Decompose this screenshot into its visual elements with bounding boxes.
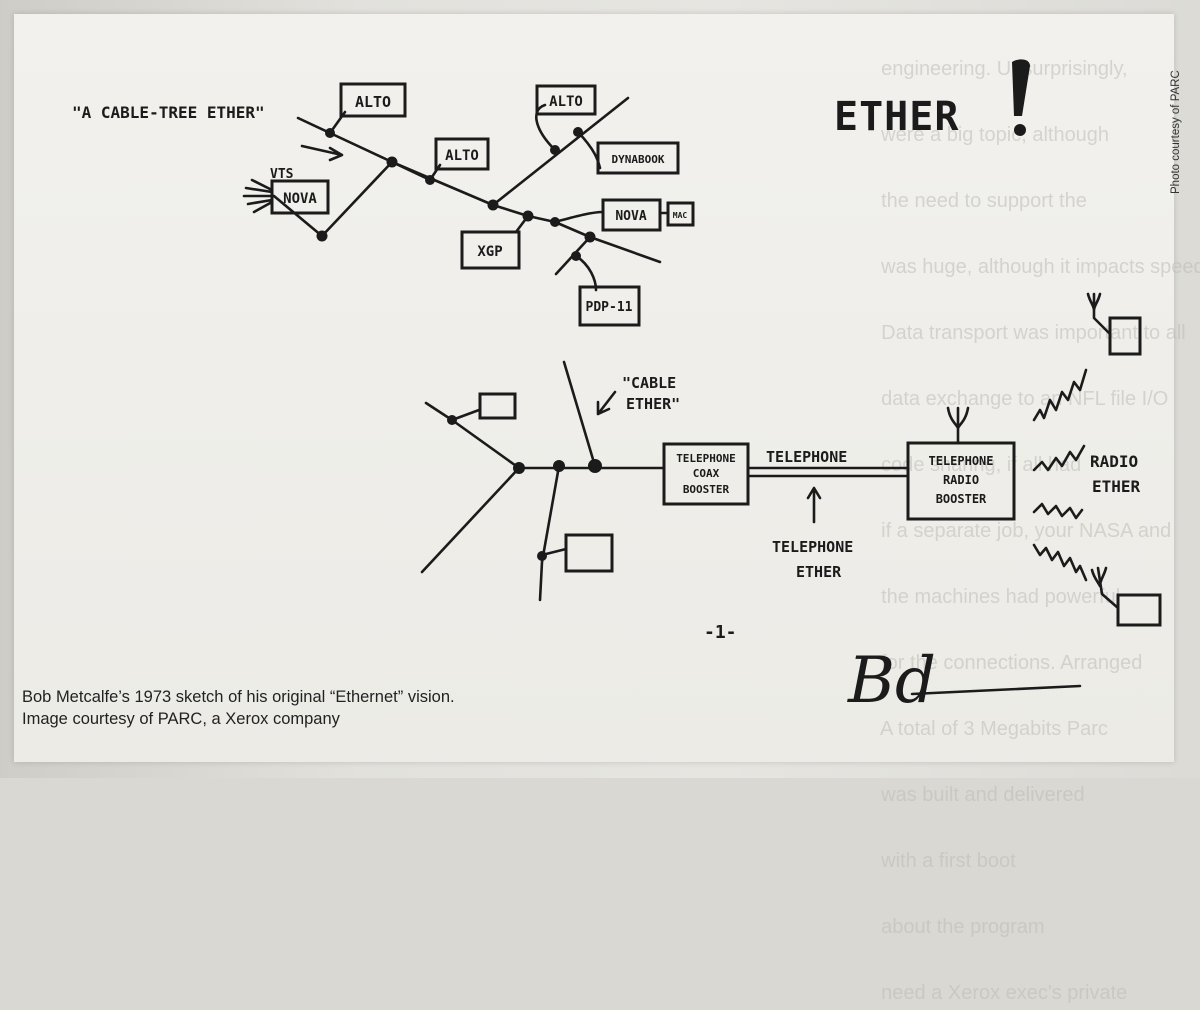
nova-box	[601, 198, 662, 232]
alto-label: ALTO	[355, 93, 391, 111]
tap-node	[588, 459, 602, 473]
alto-label: ALTO	[549, 94, 583, 110]
computer-box	[1116, 593, 1162, 627]
nova-label: NOVA	[283, 191, 317, 207]
mac-label: MAC	[673, 211, 688, 220]
bg-line: was built and delivered	[881, 784, 1085, 806]
pdp11-label: PDP-11	[586, 300, 633, 315]
nova-connector	[272, 194, 324, 238]
radio-ether: TELEPHONE RADIO BOOSTER RADIO ETHER	[906, 292, 1162, 627]
bg-line: about the program	[881, 916, 1045, 938]
telephone-ether: TELEPHONE COAX BOOSTER TELEPHONE TELEPHO…	[662, 442, 910, 581]
radio-booster-box	[906, 441, 1016, 521]
antenna-icon	[946, 406, 970, 445]
pdp-connector	[574, 254, 598, 292]
dynabook-label: DYNABOOK	[612, 153, 665, 166]
ether-title: ETHER	[834, 59, 1030, 140]
tap-node	[550, 145, 560, 155]
radio-ether-label: ETHER	[1092, 477, 1141, 496]
alto3-connector	[535, 103, 557, 152]
pdp11-box	[578, 285, 641, 327]
radio-wave	[1032, 502, 1084, 520]
tap-node	[513, 462, 525, 474]
ether-title-text: ETHER	[834, 94, 959, 140]
dynabook-box	[596, 141, 680, 175]
telephone-ether-arrow	[806, 486, 822, 524]
photo-credit: Photo courtesy of PARC	[1170, 70, 1182, 194]
mac-box	[666, 201, 695, 227]
computer-box	[564, 533, 614, 573]
tap-node	[316, 230, 328, 242]
tap-node	[571, 251, 581, 261]
exclamation-stroke	[1012, 59, 1030, 116]
coax-booster-label: TELEPHONE	[676, 452, 736, 465]
bg-line: with a first boot	[881, 850, 1016, 872]
tap-node	[487, 199, 499, 211]
antenna-icon	[1090, 566, 1120, 610]
coax-booster-label: BOOSTER	[683, 483, 730, 496]
coax-booster-box	[662, 442, 750, 506]
page-number: -1-	[704, 622, 737, 643]
cable-tree-ether: ALTO ALTO ALTO NOVA DYNABOOK NOVA MAC XG…	[72, 82, 695, 327]
radio-ether-label: RADIO	[1090, 452, 1138, 471]
telephone-ether-label: ETHER	[796, 563, 842, 581]
label-arrow	[300, 144, 344, 162]
telephone-ether-label: TELEPHONE	[772, 538, 853, 556]
tap-node	[325, 128, 335, 138]
tap-node	[584, 231, 596, 243]
tap-node	[425, 175, 435, 185]
cable-ether-arrow	[596, 390, 617, 416]
nova-label: NOVA	[615, 209, 646, 224]
tap-node	[550, 217, 560, 227]
figure-caption: Bob Metcalfe’s 1973 sketch of his origin…	[22, 686, 622, 730]
signature: Bd	[847, 644, 936, 718]
radio-wave	[1032, 368, 1088, 422]
radio-wave	[1032, 444, 1086, 472]
telephone-line-label: TELEPHONE	[766, 448, 847, 466]
radio-booster-label: TELEPHONE	[928, 454, 993, 468]
sketch-card	[14, 14, 1174, 762]
vts-label: VTS	[270, 167, 294, 182]
caption-line: Image courtesy of PARC, a Xerox company	[22, 710, 340, 728]
telephone-line	[746, 466, 910, 478]
tap-node	[573, 127, 583, 137]
nova2-connector	[553, 210, 605, 224]
radio-booster-label: RADIO	[943, 473, 979, 487]
cable-main-line	[296, 116, 662, 264]
alto-box	[339, 82, 407, 118]
nova-box	[270, 179, 330, 215]
signature-underline	[910, 684, 1082, 696]
radio-booster-label: BOOSTER	[936, 492, 987, 506]
computer-box	[478, 392, 517, 420]
tap-node	[447, 415, 457, 425]
tap-node	[522, 210, 534, 222]
cable-branch-down	[538, 464, 561, 602]
alto-box	[434, 137, 490, 171]
tap-node	[553, 460, 565, 472]
coax-booster-label: COAX	[693, 467, 720, 480]
alto-label: ALTO	[445, 148, 479, 164]
tap-node	[537, 551, 547, 561]
cable-ether-label: "CABLE	[622, 374, 676, 392]
xgp-box	[460, 230, 521, 270]
cable-branch-left	[320, 160, 394, 238]
cable-ether-label: ETHER"	[626, 395, 680, 413]
cable-branch-up	[562, 360, 597, 468]
exclamation-dot	[1014, 124, 1026, 136]
caption-line: Bob Metcalfe’s 1973 sketch of his origin…	[22, 688, 455, 706]
tap-node	[386, 156, 398, 168]
ethernet-sketch: ALTO ALTO ALTO NOVA DYNABOOK NOVA MAC XG…	[72, 59, 1162, 718]
antenna-icon	[1086, 292, 1112, 336]
cable-branch-lower-left	[420, 466, 521, 574]
xgp-label: XGP	[477, 244, 502, 260]
cable-branch-right	[491, 96, 630, 207]
radio-wave	[1032, 543, 1088, 582]
bg-line: need a Xerox exec's private	[881, 982, 1128, 1004]
alto-box	[535, 84, 597, 116]
cable-tree-label: "A CABLE-TREE ETHER"	[72, 103, 265, 122]
cable-ether: "CABLE ETHER"	[420, 360, 680, 602]
vts-lines	[242, 178, 274, 214]
computer-box	[1108, 316, 1142, 356]
